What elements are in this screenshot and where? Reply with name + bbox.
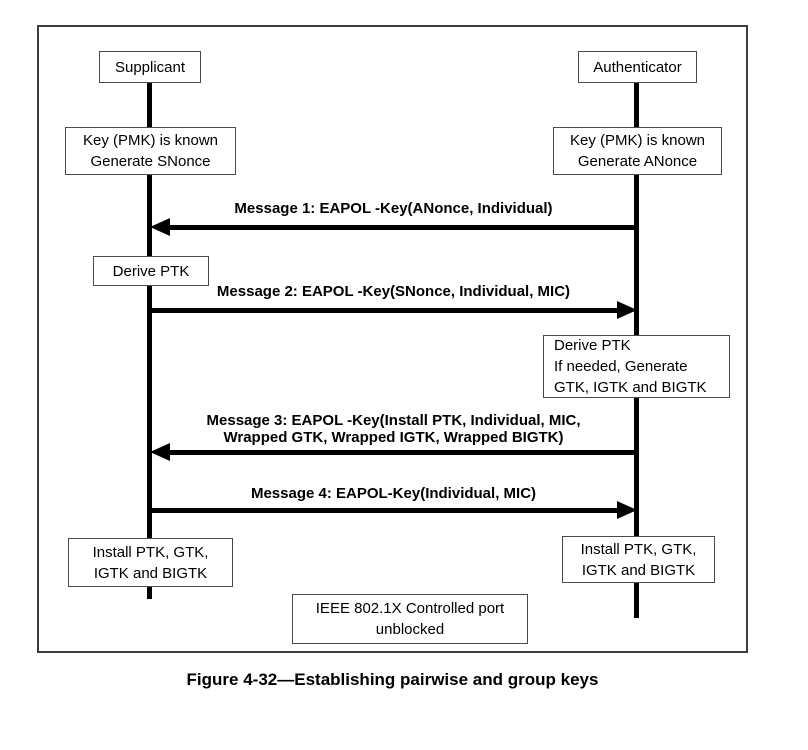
note-line: GTK, IGTK and BIGTK — [554, 379, 707, 396]
note-line: Derive PTK — [554, 337, 631, 354]
note-line: Key (PMK) is known — [569, 132, 706, 149]
note-line: Generate SNonce — [90, 153, 211, 170]
authenticator-actor-label: Authenticator — [593, 58, 682, 76]
note-line: Derive PTK — [112, 262, 190, 280]
message3-label-line2: Wrapped GTK, Wrapped IGTK, Wrapped BIGTK… — [223, 429, 564, 446]
supplicant-derive-ptk-note: Derive PTK — [93, 256, 209, 286]
note-line: Generate ANonce — [577, 153, 698, 170]
note-line: IGTK and BIGTK — [93, 564, 208, 582]
note-line: Install PTK, GTK, — [92, 543, 209, 561]
message3-arrowhead-left-icon — [150, 443, 170, 461]
authenticator-actor-box: Authenticator — [578, 51, 697, 83]
message2-arrowhead-right-icon — [617, 301, 637, 319]
authenticator-key-note: Key (PMK) is known Generate ANonce — [553, 127, 722, 175]
note-line: IEEE 802.1X Controlled port — [315, 600, 505, 617]
message3-label: Message 3: EAPOL -Key(Install PTK, Indiv… — [150, 412, 637, 446]
supplicant-lifeline — [147, 83, 152, 599]
supplicant-key-note: Key (PMK) is known Generate SNonce — [65, 127, 236, 175]
message1-arrow-line — [170, 225, 637, 230]
note-line: Install PTK, GTK, — [580, 540, 697, 558]
supplicant-actor-box: Supplicant — [99, 51, 201, 83]
message3-arrow-line — [170, 450, 637, 455]
message1-label: Message 1: EAPOL -Key(ANonce, Individual… — [234, 200, 553, 217]
supplicant-install-note: Install PTK, GTK, IGTK and BIGTK — [68, 538, 233, 587]
note-line: If needed, Generate — [554, 358, 688, 375]
message4-arrow-line — [150, 508, 617, 513]
note-line: Key (PMK) is known — [82, 132, 219, 149]
authenticator-install-note: Install PTK, GTK, IGTK and BIGTK — [562, 536, 715, 583]
message4-label: Message 4: EAPOL-Key(Individual, MIC) — [250, 485, 537, 502]
supplicant-actor-label: Supplicant — [114, 58, 186, 76]
message2-arrow-line — [150, 308, 617, 313]
note-line: unblocked — [375, 621, 445, 638]
message4-arrowhead-right-icon — [617, 501, 637, 519]
authenticator-derive-ptk-note: Derive PTK If needed, Generate GTK, IGTK… — [543, 335, 730, 398]
note-line: IGTK and BIGTK — [581, 561, 696, 579]
message1-arrowhead-left-icon — [150, 218, 170, 236]
controlled-port-note: IEEE 802.1X Controlled port unblocked — [292, 594, 528, 644]
message3-label-line1: Message 3: EAPOL -Key(Install PTK, Indiv… — [206, 412, 581, 429]
message2-label: Message 2: EAPOL -Key(SNonce, Individual… — [216, 283, 571, 300]
figure-caption: Figure 4-32—Establishing pairwise and gr… — [186, 670, 599, 689]
